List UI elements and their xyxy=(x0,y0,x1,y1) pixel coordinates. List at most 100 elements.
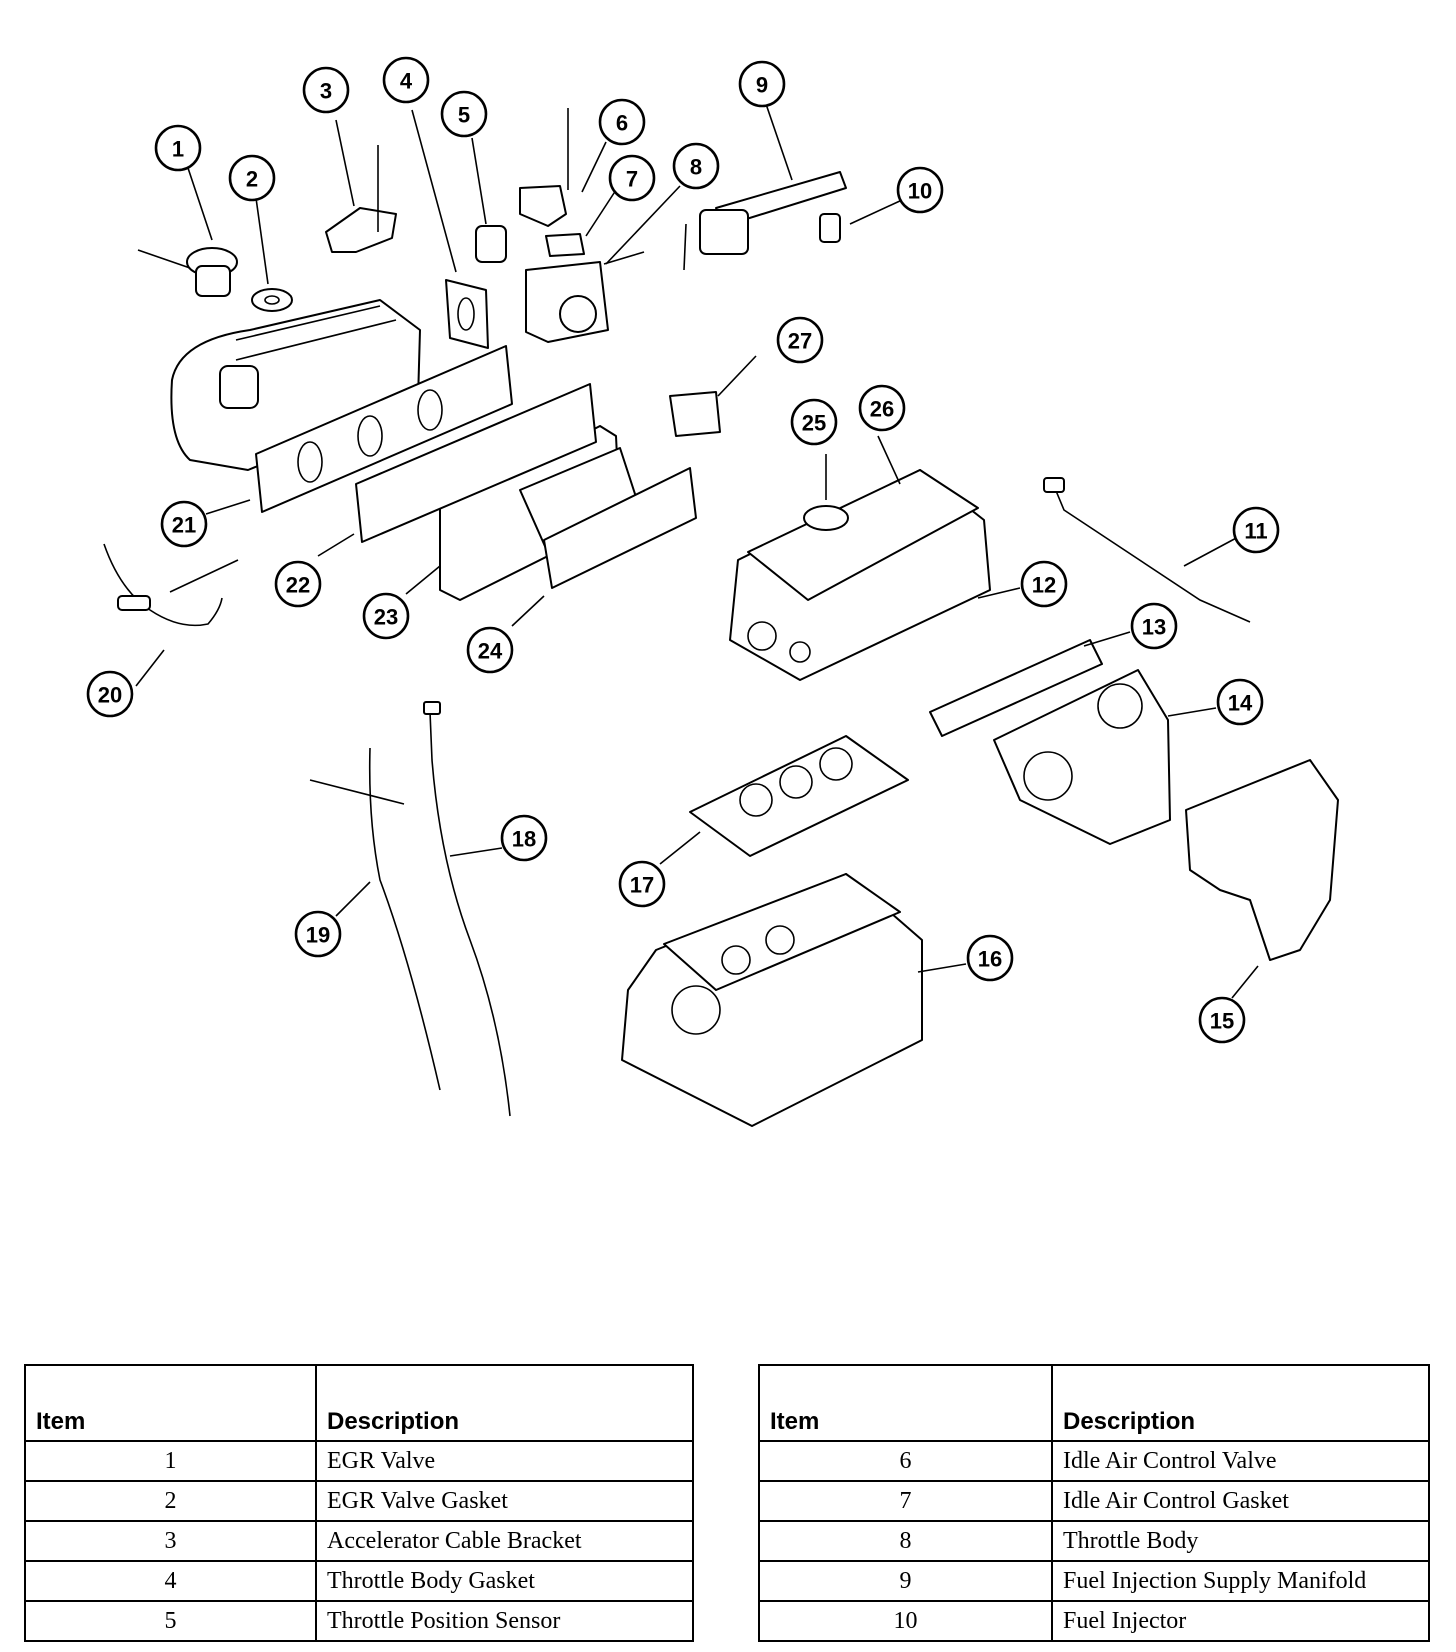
callout-4: 4 xyxy=(382,56,430,104)
svg-text:11: 11 xyxy=(1244,519,1267,544)
callout-17: 17 xyxy=(618,860,666,908)
callout-13: 13 xyxy=(1130,602,1178,650)
intake-manifold-gasket-lower xyxy=(543,467,697,589)
svg-text:20: 20 xyxy=(98,683,122,708)
item-number: 2 xyxy=(24,1480,317,1522)
item-description: Fuel Injector xyxy=(1051,1600,1430,1642)
item-number: 3 xyxy=(24,1520,317,1562)
callout-2: 2 xyxy=(228,154,276,202)
callout-20: 20 xyxy=(86,670,134,718)
callout-5: 5 xyxy=(440,90,488,138)
svg-text:24: 24 xyxy=(478,639,503,664)
pcv-hose xyxy=(103,543,239,627)
svg-text:23: 23 xyxy=(374,605,398,630)
egr-valve xyxy=(137,247,238,297)
legend-header-row: Item Description xyxy=(758,1364,1430,1442)
item-description: Accelerator Cable Bracket xyxy=(315,1520,694,1562)
item-description: Throttle Position Sensor xyxy=(315,1600,694,1642)
fuel-injector xyxy=(819,213,841,243)
item-description: Throttle Body Gasket xyxy=(315,1560,694,1602)
callout-24: 24 xyxy=(466,626,514,674)
leader-lines xyxy=(135,103,1259,999)
exhaust-manifold-gasket xyxy=(929,639,1103,737)
item-number: 6 xyxy=(758,1440,1053,1482)
spacer-plate xyxy=(355,383,597,543)
svg-text:18: 18 xyxy=(512,827,536,852)
callout-15: 15 xyxy=(1198,996,1246,1044)
svg-text:15: 15 xyxy=(1210,1009,1234,1034)
exhaust-manifold xyxy=(993,669,1171,845)
item-description: EGR Valve Gasket xyxy=(315,1480,694,1522)
idle-air-control-gasket xyxy=(545,233,585,257)
callout-8: 8 xyxy=(672,142,720,190)
intake-manifold-gasket-upper xyxy=(255,345,513,513)
item-number: 4 xyxy=(24,1560,317,1602)
svg-text:17: 17 xyxy=(630,873,654,898)
svg-text:2: 2 xyxy=(246,167,258,192)
svg-text:10: 10 xyxy=(908,179,932,204)
item-number: 1 xyxy=(24,1440,317,1482)
exhaust-manifold-heat-shield xyxy=(1185,759,1339,961)
spark-plug-wire-bracket xyxy=(669,391,721,437)
svg-text:26: 26 xyxy=(870,397,894,422)
svg-text:16: 16 xyxy=(978,947,1002,972)
callout-22: 22 xyxy=(274,560,322,608)
svg-text:22: 22 xyxy=(286,573,310,598)
callout-21: 21 xyxy=(160,500,208,548)
svg-text:19: 19 xyxy=(306,923,330,948)
callout-16: 16 xyxy=(966,934,1014,982)
svg-text:3: 3 xyxy=(320,79,332,104)
throttle-position-sensor xyxy=(475,225,507,263)
svg-text:8: 8 xyxy=(690,155,702,180)
legend-header-row: Item Description xyxy=(24,1364,694,1442)
callout-23: 23 xyxy=(362,592,410,640)
fuel-injection-supply-manifold xyxy=(683,171,847,271)
svg-text:1: 1 xyxy=(172,137,184,162)
head-gasket xyxy=(689,735,909,857)
svg-text:9: 9 xyxy=(756,73,768,98)
description-column-header: Description xyxy=(1051,1364,1430,1442)
accelerator-cable-bracket xyxy=(325,145,397,253)
description-column-header: Description xyxy=(315,1364,694,1442)
item-description: Fuel Injection Supply Manifold xyxy=(1051,1560,1430,1602)
callout-25: 25 xyxy=(790,398,838,446)
item-number: 10 xyxy=(758,1600,1053,1642)
item-number: 9 xyxy=(758,1560,1053,1602)
svg-text:25: 25 xyxy=(802,411,826,436)
callout-6: 6 xyxy=(598,98,646,146)
throttle-body-gasket xyxy=(445,279,489,349)
callout-12: 12 xyxy=(1020,560,1068,608)
item-number: 8 xyxy=(758,1520,1053,1562)
exploded-engine-diagram: 1 2 3 4 5 6 7 8 9 10 11 12 13 14 15 16 1… xyxy=(86,56,1339,1127)
callout-14: 14 xyxy=(1216,678,1264,726)
intake-manifold-upper xyxy=(170,299,421,471)
svg-text:27: 27 xyxy=(788,329,812,354)
item-description: EGR Valve xyxy=(315,1440,694,1482)
item-description: Throttle Body xyxy=(1051,1520,1430,1562)
item-column-header: Item xyxy=(24,1364,317,1442)
egr-tube xyxy=(1043,477,1251,623)
svg-text:12: 12 xyxy=(1032,573,1056,598)
oil-level-dipstick xyxy=(423,701,511,1117)
egr-valve-gasket xyxy=(251,288,293,312)
callout-3: 3 xyxy=(302,66,350,114)
callout-27: 27 xyxy=(776,316,824,364)
svg-text:7: 7 xyxy=(626,167,638,192)
callout-7: 7 xyxy=(608,154,656,202)
svg-text:13: 13 xyxy=(1142,615,1166,640)
item-column-header: Item xyxy=(758,1364,1053,1442)
svg-text:21: 21 xyxy=(172,513,196,538)
throttle-body xyxy=(525,251,645,343)
callout-26: 26 xyxy=(858,384,906,432)
item-number: 5 xyxy=(24,1600,317,1642)
